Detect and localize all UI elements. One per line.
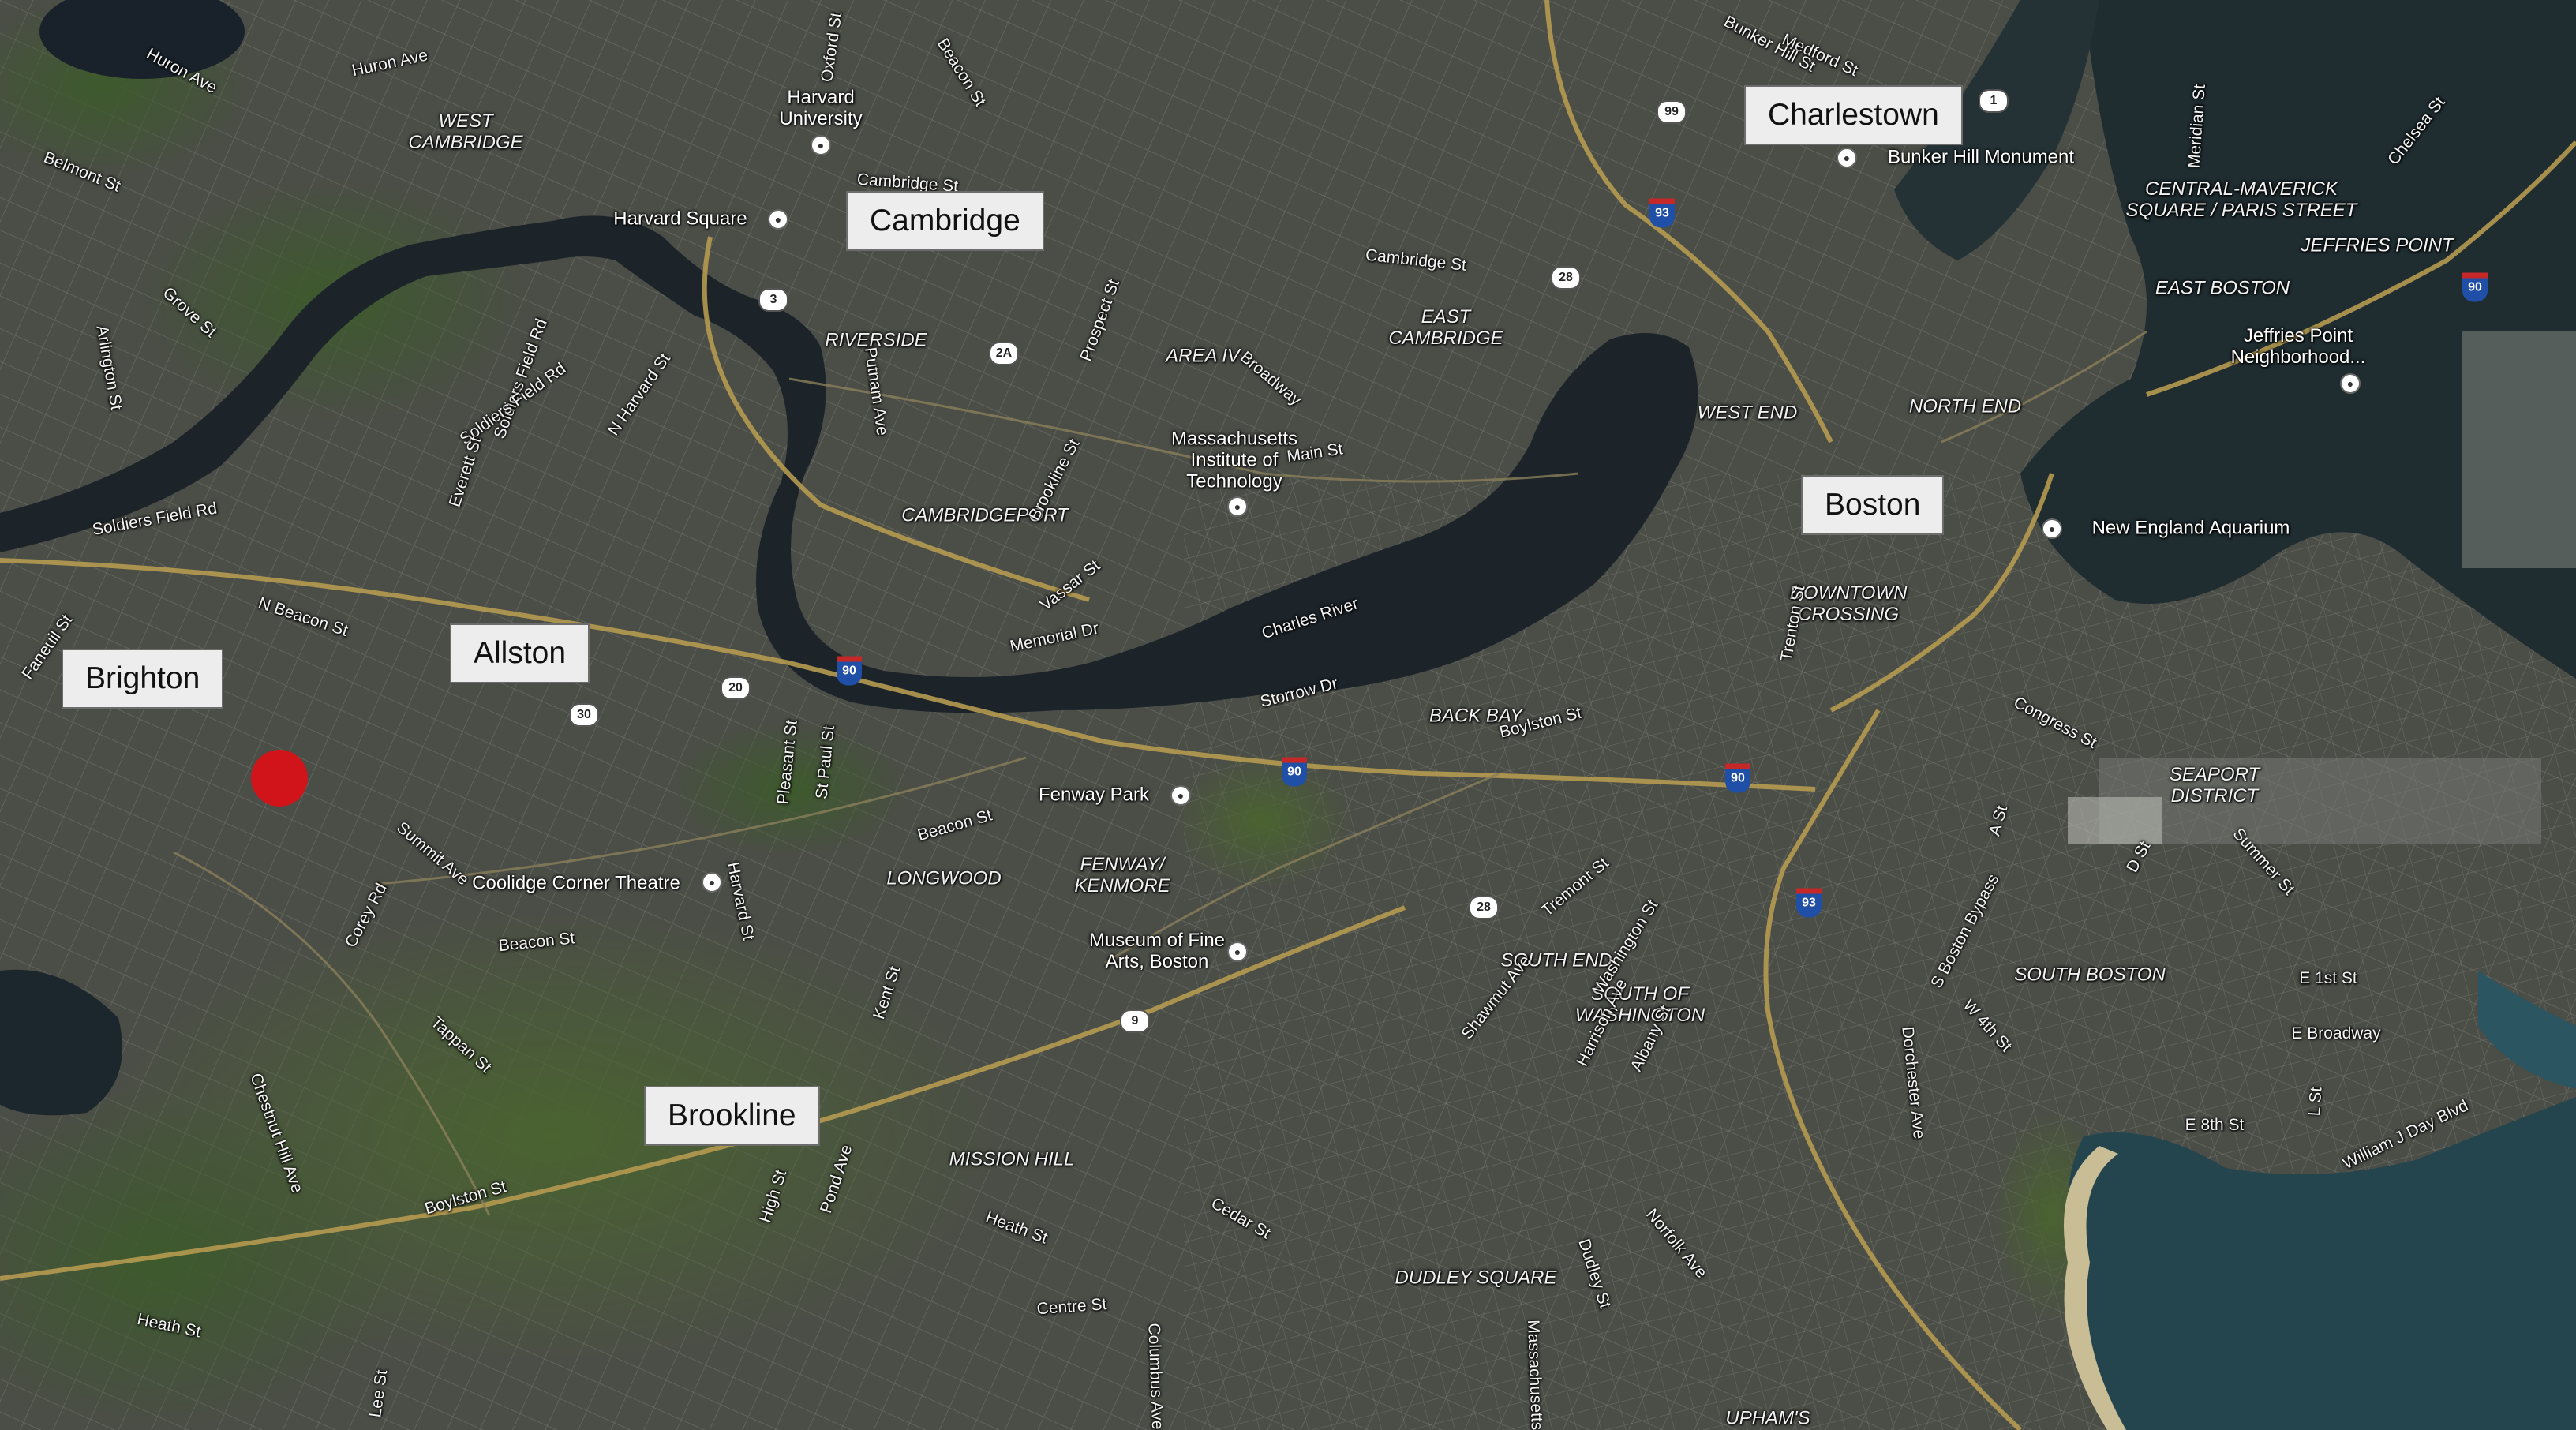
callout-boston: Boston [1801,475,1945,535]
neighborhood-label: CAMBRIDGEPORT [901,504,1069,526]
street-label: E 1st St [2299,969,2357,988]
callout-allston: Allston [450,623,590,683]
poi-icon[interactable]: ● [1227,941,1248,962]
neighborhood-label: SOUTH END [1500,949,1612,971]
street-label: L St [2305,1086,2326,1117]
neighborhood-label: DUDLEY SQUARE [1395,1267,1557,1289]
interstate-shield: 93 [1796,888,1822,918]
state-route-shield: 2A [989,342,1019,365]
poi-icon[interactable]: ● [768,209,788,230]
poi-icon[interactable]: ● [2340,373,2361,394]
neighborhood-label: BACK BAY [1428,705,1523,727]
place-label: Fenway Park [1038,784,1150,806]
interstate-shield: 93 [1649,198,1675,228]
state-route-shield: 28 [1551,266,1581,290]
interstate-shield: 90 [837,656,862,686]
poi-icon[interactable]: ● [1227,496,1248,517]
place-label: New England Aquarium [2091,517,2290,539]
poi-icon[interactable]: ● [1837,148,1857,168]
callout-brookline: Brookline [644,1086,820,1146]
interstate-shield: 90 [2462,272,2488,302]
poi-icon[interactable]: ● [2042,518,2062,539]
state-route-shield: 3 [758,288,788,312]
callout-charlestown: Charlestown [1744,85,1963,145]
interstate-shield: 90 [1282,757,1307,787]
neighborhood-label: SOUTH BOSTON [2014,964,2166,986]
neighborhood-label: UPHAM'S [1725,1407,1810,1429]
neighborhood-label: RIVERSIDE [825,329,927,351]
neighborhood-label: EAST BOSTON [2155,277,2290,299]
place-label: Harvard Square [613,208,747,230]
callout-brighton: Brighton [62,649,224,709]
neighborhood-label: WEST END [1697,402,1798,424]
neighborhood-label: AREA IV [1166,345,1240,367]
state-route-shield: 30 [569,703,599,727]
state-route-shield: 28 [1469,896,1499,919]
state-route-shield: 20 [721,676,751,700]
state-route-shield: 1 [1979,89,2009,113]
poi-icon[interactable]: ● [702,872,722,893]
location-marker[interactable] [251,750,308,807]
neighborhood-label: LONGWOOD [886,867,1002,889]
callout-cambridge: Cambridge [846,191,1044,251]
neighborhood-label: FENWAY/KENMORE [1074,854,1170,897]
interstate-shield: 90 [1725,763,1750,793]
neighborhood-label: NORTH END [1908,395,2022,417]
street-label: E 8th St [2185,1116,2245,1135]
place-label: Bunker Hill Monument [1887,146,2075,168]
state-route-shield: 99 [1657,100,1687,124]
street-label: Columbus Ave [1144,1323,1167,1430]
poi-icon[interactable]: ● [811,135,831,155]
place-label: Coolidge Corner Theatre [472,872,680,894]
street-label: E Broadway [2291,1024,2381,1043]
neighborhood-label: JEFFRIES POINT [2301,234,2454,256]
poi-icon[interactable]: ● [1170,785,1191,806]
state-route-shield: 9 [1120,1009,1150,1033]
neighborhood-label: MISSION HILL [949,1148,1075,1170]
